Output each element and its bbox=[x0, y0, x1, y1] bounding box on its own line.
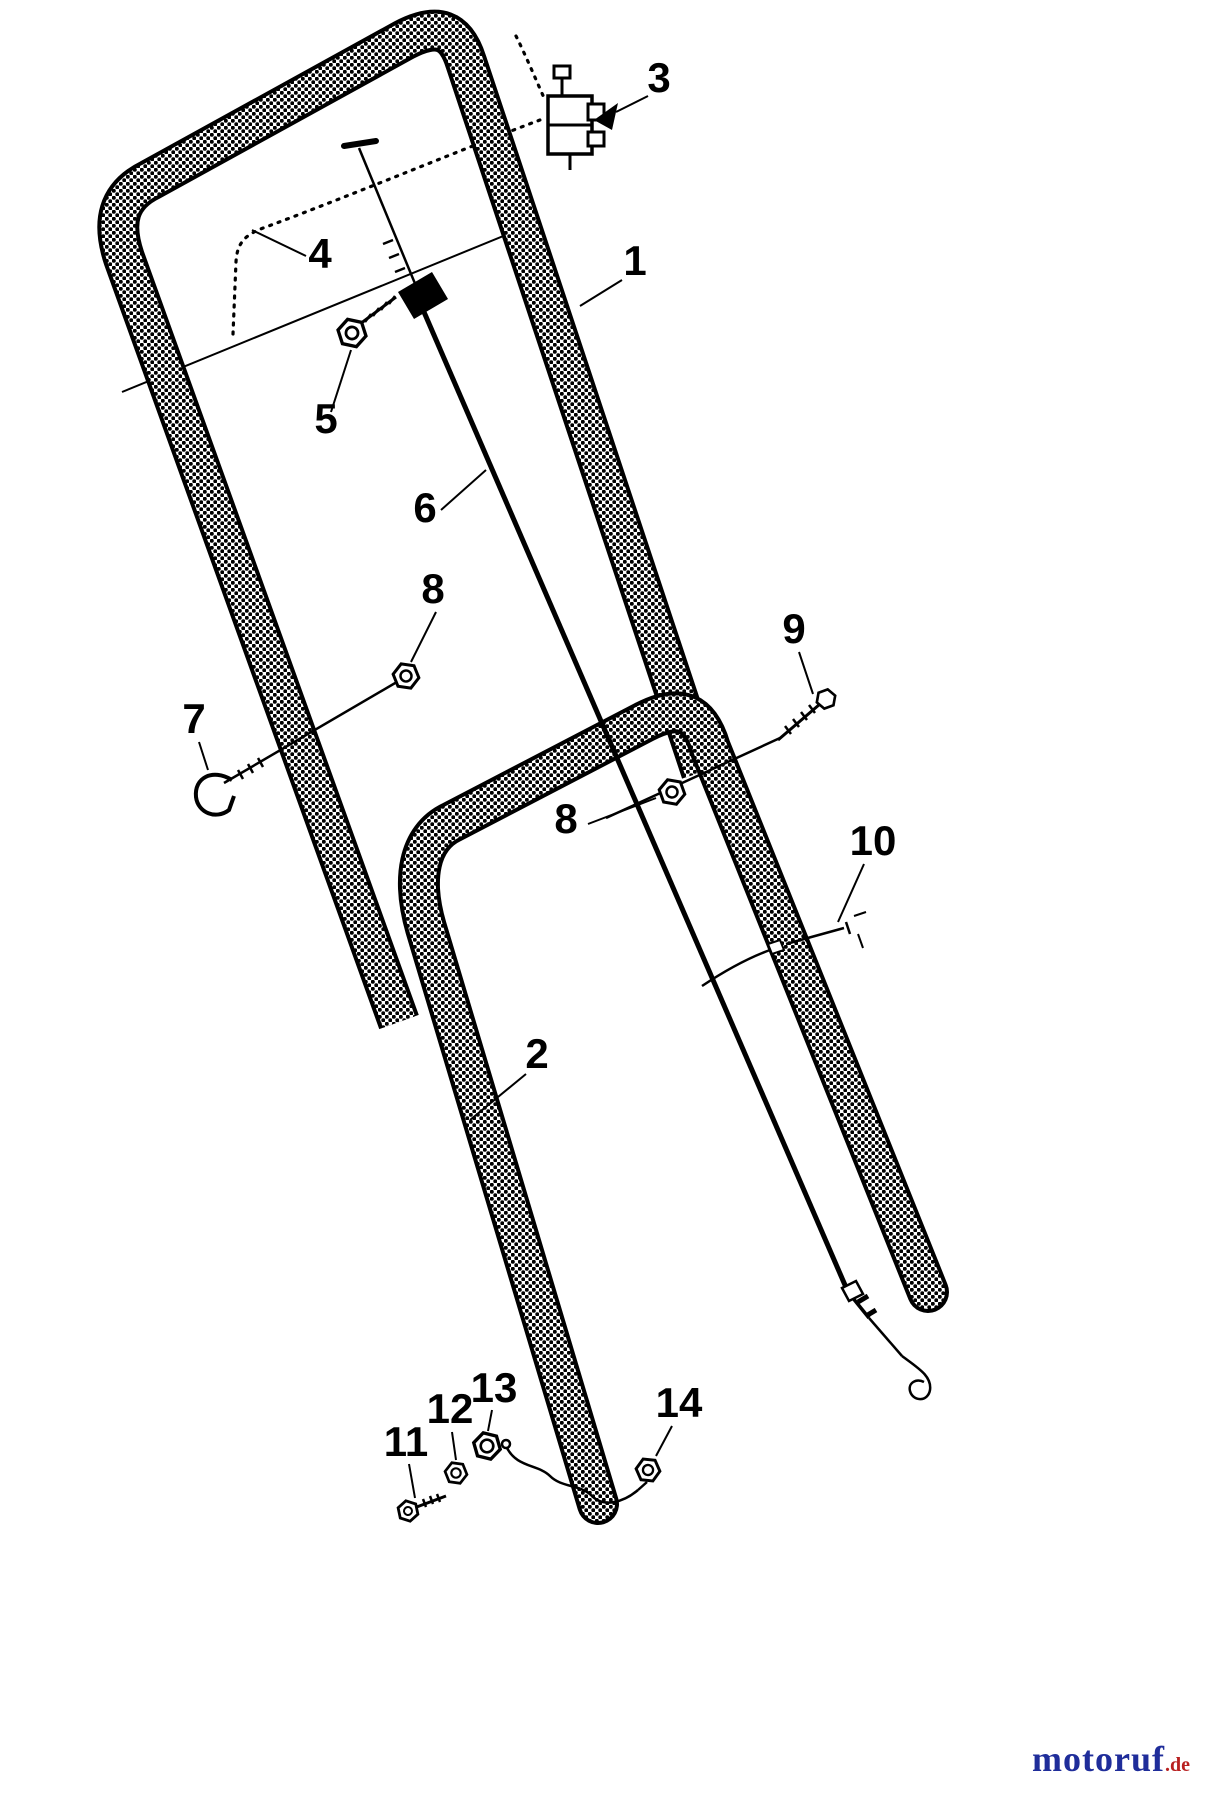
nut-part-12 bbox=[443, 1461, 469, 1485]
watermark-brand: motoruf bbox=[1032, 1739, 1165, 1779]
adjuster-rod-left bbox=[193, 662, 421, 817]
part-callout-1: 1 bbox=[623, 237, 646, 284]
part-callout-14: 14 bbox=[656, 1379, 703, 1426]
part-callout-13: 13 bbox=[471, 1364, 518, 1411]
nut-part-8-right bbox=[657, 778, 687, 806]
bottom-hardware bbox=[396, 1430, 662, 1523]
bolt-part-5 bbox=[336, 295, 397, 349]
part-callout-7: 7 bbox=[182, 695, 205, 742]
nut-part-8-left bbox=[391, 662, 421, 690]
lower-handle-tube bbox=[397, 691, 949, 1525]
cable-end-hook bbox=[901, 1354, 932, 1401]
part-callout-8a: 8 bbox=[421, 565, 444, 612]
part-callouts: 3 4 1 5 6 8 7 9 8 10 2 11 12 13 14 bbox=[182, 54, 896, 1465]
reference-line bbox=[121, 229, 519, 393]
leader-lines bbox=[198, 95, 865, 1499]
bolt-part-11 bbox=[396, 1493, 447, 1523]
part-callout-8b: 8 bbox=[554, 795, 577, 842]
bottom-cable bbox=[504, 1445, 639, 1504]
nut-part-13 bbox=[471, 1430, 503, 1462]
control-rod bbox=[341, 138, 932, 1401]
part-callout-6: 6 bbox=[413, 484, 436, 531]
upper-handle-tube bbox=[97, 9, 722, 1030]
part-callout-5: 5 bbox=[314, 395, 337, 442]
rod-clamp-block bbox=[398, 272, 448, 319]
rod-hook bbox=[193, 772, 236, 817]
part-callout-3: 3 bbox=[647, 54, 670, 101]
watermark-tld: .de bbox=[1165, 1754, 1190, 1776]
cable-part-10 bbox=[701, 911, 867, 988]
part-callout-4: 4 bbox=[308, 230, 332, 277]
part-callout-9: 9 bbox=[782, 605, 805, 652]
part-callout-2: 2 bbox=[525, 1030, 548, 1077]
rod-t-handle bbox=[341, 138, 379, 149]
part-callout-10: 10 bbox=[850, 817, 897, 864]
nut-part-14 bbox=[634, 1457, 662, 1483]
screw-head bbox=[815, 687, 837, 711]
watermark: motoruf.de bbox=[1032, 1738, 1190, 1780]
part-callout-11: 11 bbox=[384, 1418, 428, 1465]
adjuster-rod-right bbox=[605, 687, 837, 820]
wire-harness-dotted bbox=[231, 34, 547, 336]
arrowhead bbox=[594, 103, 618, 130]
part-callout-12: 12 bbox=[427, 1385, 474, 1432]
cable-bracket bbox=[546, 64, 618, 170]
cable-fitting bbox=[840, 1279, 865, 1303]
